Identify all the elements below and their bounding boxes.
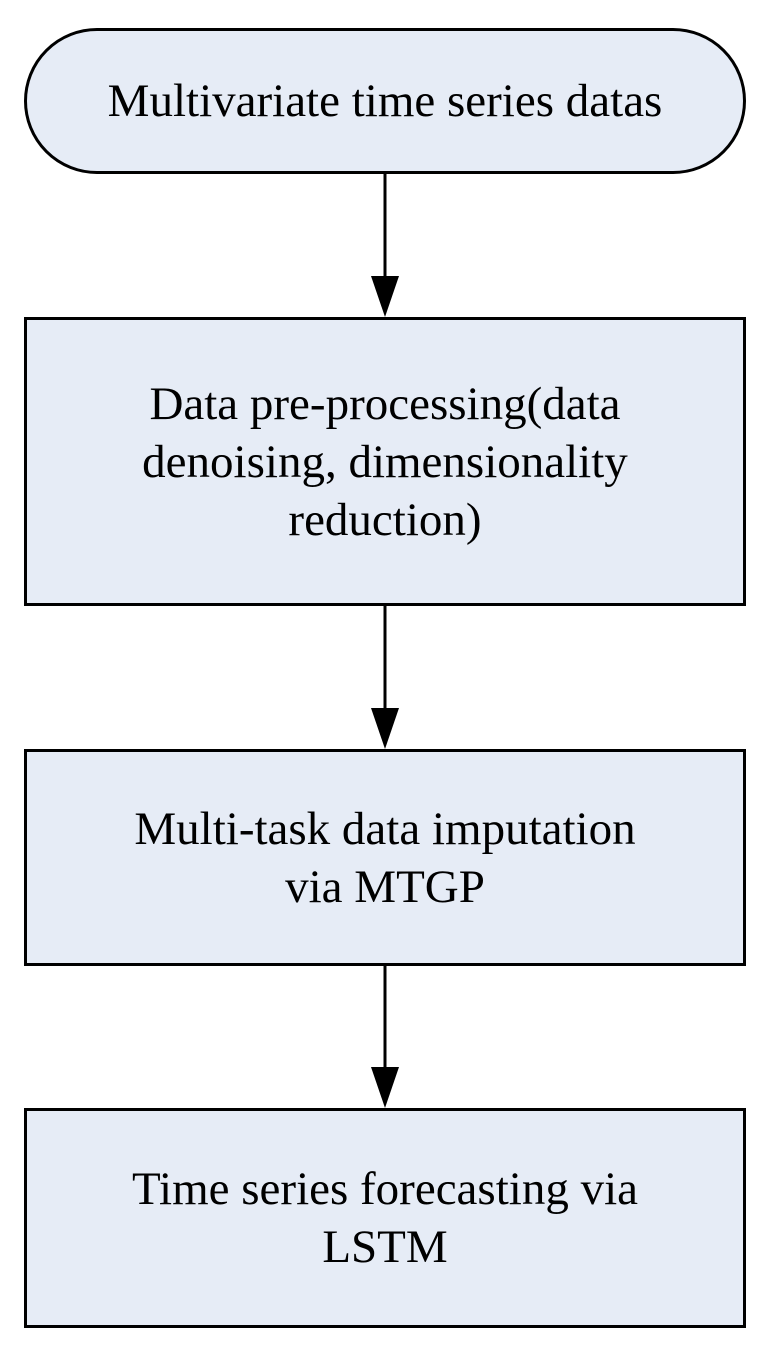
arrow-head-icon	[371, 708, 399, 749]
arrow-head-icon	[371, 1067, 399, 1108]
arrow-start-to-preprocess	[371, 174, 399, 317]
preprocessing-step-label: Data pre-processing(data denoising, dime…	[142, 377, 628, 546]
imputation-step-label: Multi-task data imputation via MTGP	[134, 802, 636, 913]
arrow-head-icon	[371, 276, 399, 317]
arrow-preprocess-to-impute	[371, 606, 399, 749]
imputation-step-node: Multi-task data imputation via MTGP	[24, 749, 746, 966]
start-node-label: Multivariate time series datas	[107, 75, 663, 127]
forecasting-step-label: Time series forecasting via LSTM	[131, 1163, 638, 1273]
preprocessing-step-node: Data pre-processing(data denoising, dime…	[24, 317, 746, 606]
start-terminal-node: Multivariate time series datas	[24, 28, 746, 174]
arrow-impute-to-forecast	[371, 966, 399, 1108]
forecasting-step-node: Time series forecasting via LSTM	[24, 1108, 746, 1328]
